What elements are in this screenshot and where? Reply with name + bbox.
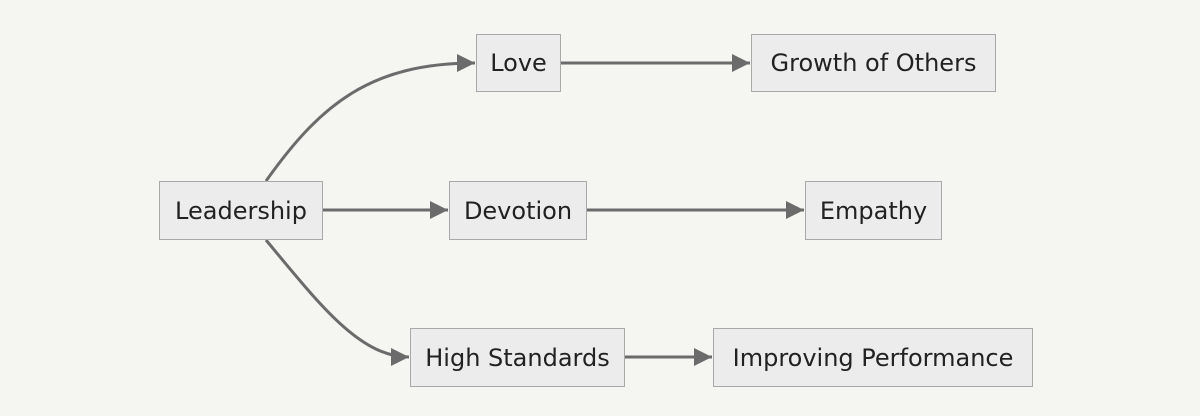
node-empathy-label: Empathy bbox=[819, 196, 928, 225]
node-love-label: Love bbox=[490, 49, 547, 77]
node-growth-of-others: Growth of Others bbox=[751, 34, 996, 92]
node-leadership: Leadership bbox=[159, 181, 323, 240]
node-improving-performance: Improving Performance bbox=[713, 328, 1033, 387]
edge-leadership-standards bbox=[264, 239, 410, 366]
node-growth-of-others-label: Growth of Others bbox=[770, 49, 977, 77]
node-high-standards-label: High Standards bbox=[425, 343, 610, 372]
edge-leadership-love bbox=[264, 54, 476, 182]
node-devotion-label: Devotion bbox=[463, 196, 573, 225]
node-leadership-label: Leadership bbox=[175, 196, 307, 225]
node-improving-performance-label: Improving Performance bbox=[732, 343, 1014, 372]
node-empathy: Empathy bbox=[805, 181, 942, 240]
node-love: Love bbox=[476, 34, 561, 92]
node-devotion: Devotion bbox=[449, 181, 587, 240]
node-high-standards: High Standards bbox=[410, 328, 625, 387]
